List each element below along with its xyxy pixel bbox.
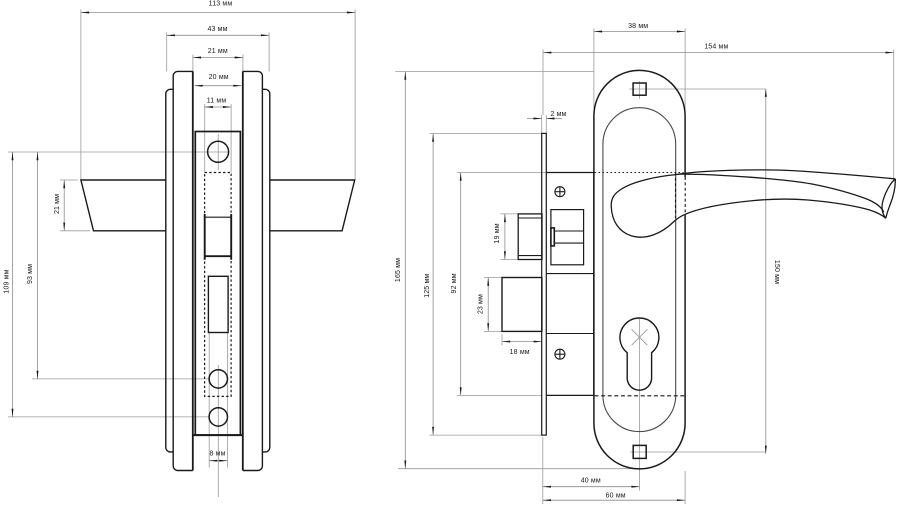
svg-text:21 мм: 21 мм	[54, 194, 61, 214]
svg-text:93 мм: 93 мм	[27, 264, 34, 284]
svg-text:92 мм: 92 мм	[451, 273, 458, 293]
svg-text:2 мм: 2 мм	[550, 111, 566, 118]
svg-text:11 мм: 11 мм	[207, 98, 227, 105]
svg-text:150 мм: 150 мм	[773, 260, 780, 284]
svg-text:165 мм: 165 мм	[395, 258, 402, 282]
svg-text:21 мм: 21 мм	[208, 48, 228, 55]
svg-text:109 мм: 109 мм	[3, 269, 10, 293]
svg-text:23 мм: 23 мм	[477, 294, 484, 314]
svg-text:60 мм: 60 мм	[606, 493, 626, 500]
svg-text:8 мм: 8 мм	[210, 450, 226, 457]
svg-text:40 мм: 40 мм	[581, 477, 601, 484]
svg-text:43 мм: 43 мм	[207, 26, 227, 33]
svg-text:113 мм: 113 мм	[209, 1, 233, 8]
svg-text:19 мм: 19 мм	[494, 223, 501, 243]
svg-text:154 мм: 154 мм	[704, 43, 728, 50]
svg-text:125 мм: 125 мм	[424, 274, 431, 298]
svg-text:20 мм: 20 мм	[209, 74, 229, 81]
svg-text:18 мм: 18 мм	[510, 349, 530, 356]
svg-text:38 мм: 38 мм	[628, 23, 648, 30]
